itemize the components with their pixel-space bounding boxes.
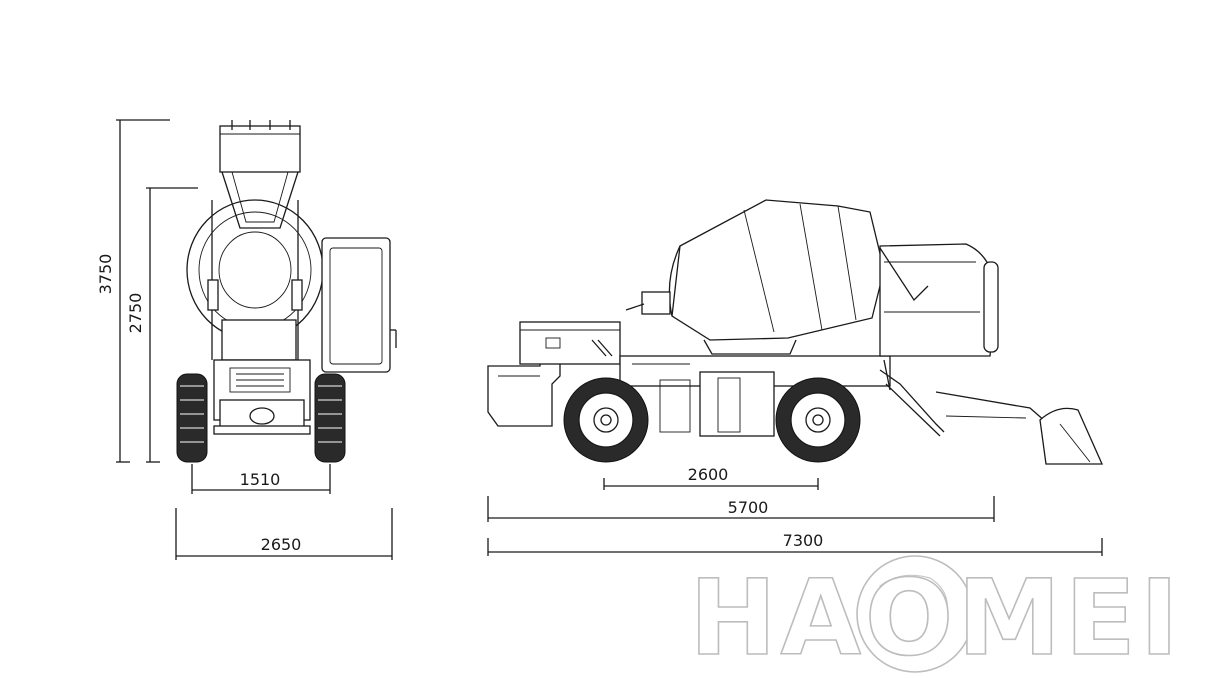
front-cab bbox=[321, 237, 397, 373]
front-bucket bbox=[219, 120, 301, 229]
front-view: 3750 2750 1510 2650 bbox=[96, 119, 397, 560]
side-tires bbox=[563, 377, 861, 463]
side-cab bbox=[879, 243, 999, 357]
dim-front-width: 2650 bbox=[261, 535, 302, 554]
dim-line-side-length-total bbox=[487, 538, 1103, 556]
side-loader bbox=[879, 359, 1104, 465]
side-rear-frame bbox=[487, 355, 561, 427]
watermark-logo: HAOMEI bbox=[689, 555, 1182, 678]
dim-line-front-height-top bbox=[146, 187, 198, 463]
front-tires bbox=[176, 373, 346, 463]
dim-front-track: 1510 bbox=[240, 470, 281, 489]
dim-line-side-wheelbase bbox=[603, 478, 819, 490]
side-engine-box bbox=[519, 321, 621, 365]
dim-side-length-body: 5700 bbox=[728, 498, 769, 517]
side-view: 2600 5700 7300 bbox=[487, 199, 1104, 556]
dim-line-front-track bbox=[191, 464, 331, 494]
watermark-text: HAOMEI bbox=[689, 557, 1182, 678]
side-chassis bbox=[619, 355, 891, 437]
dim-side-wheelbase: 2600 bbox=[688, 465, 729, 484]
front-chassis bbox=[213, 319, 311, 435]
side-mixer-drum bbox=[625, 199, 885, 355]
dim-front-height-top: 2750 bbox=[126, 293, 145, 334]
dim-line-side-length-body bbox=[487, 496, 995, 522]
dim-line-front-height-total bbox=[116, 119, 170, 463]
dim-front-height-total: 3750 bbox=[96, 254, 115, 295]
dim-side-length-total: 7300 bbox=[783, 531, 824, 550]
dim-line-front-width bbox=[175, 508, 393, 560]
